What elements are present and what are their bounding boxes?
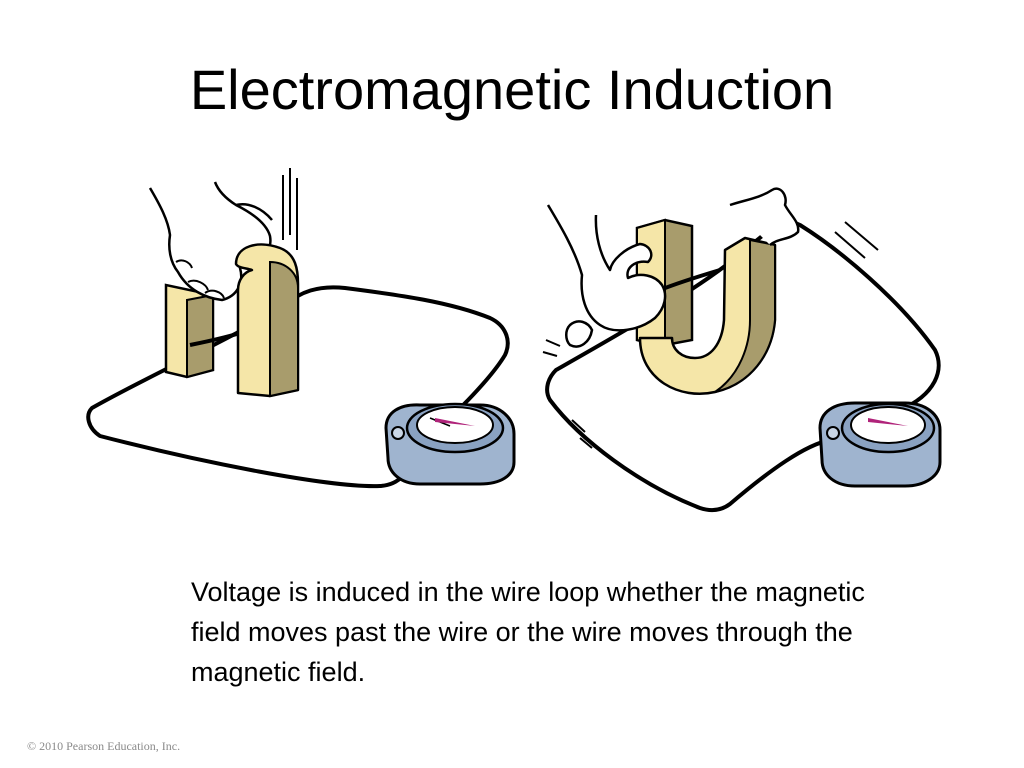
hand-right-top: [729, 187, 800, 247]
galvanometer-left: [384, 402, 516, 486]
hand-right-left: [546, 204, 667, 332]
copyright-notice: © 2010 Pearson Education, Inc.: [27, 739, 181, 753]
slide-title: Electromagnetic Induction: [189, 58, 835, 121]
right-panel-wire-moving: [542, 187, 942, 513]
induction-illustration: [86, 168, 942, 513]
caption-text: Voltage is induced in the wire loop whet…: [191, 577, 865, 687]
left-panel-magnet-moving: [86, 168, 516, 489]
galvanometer-right: [818, 401, 942, 488]
